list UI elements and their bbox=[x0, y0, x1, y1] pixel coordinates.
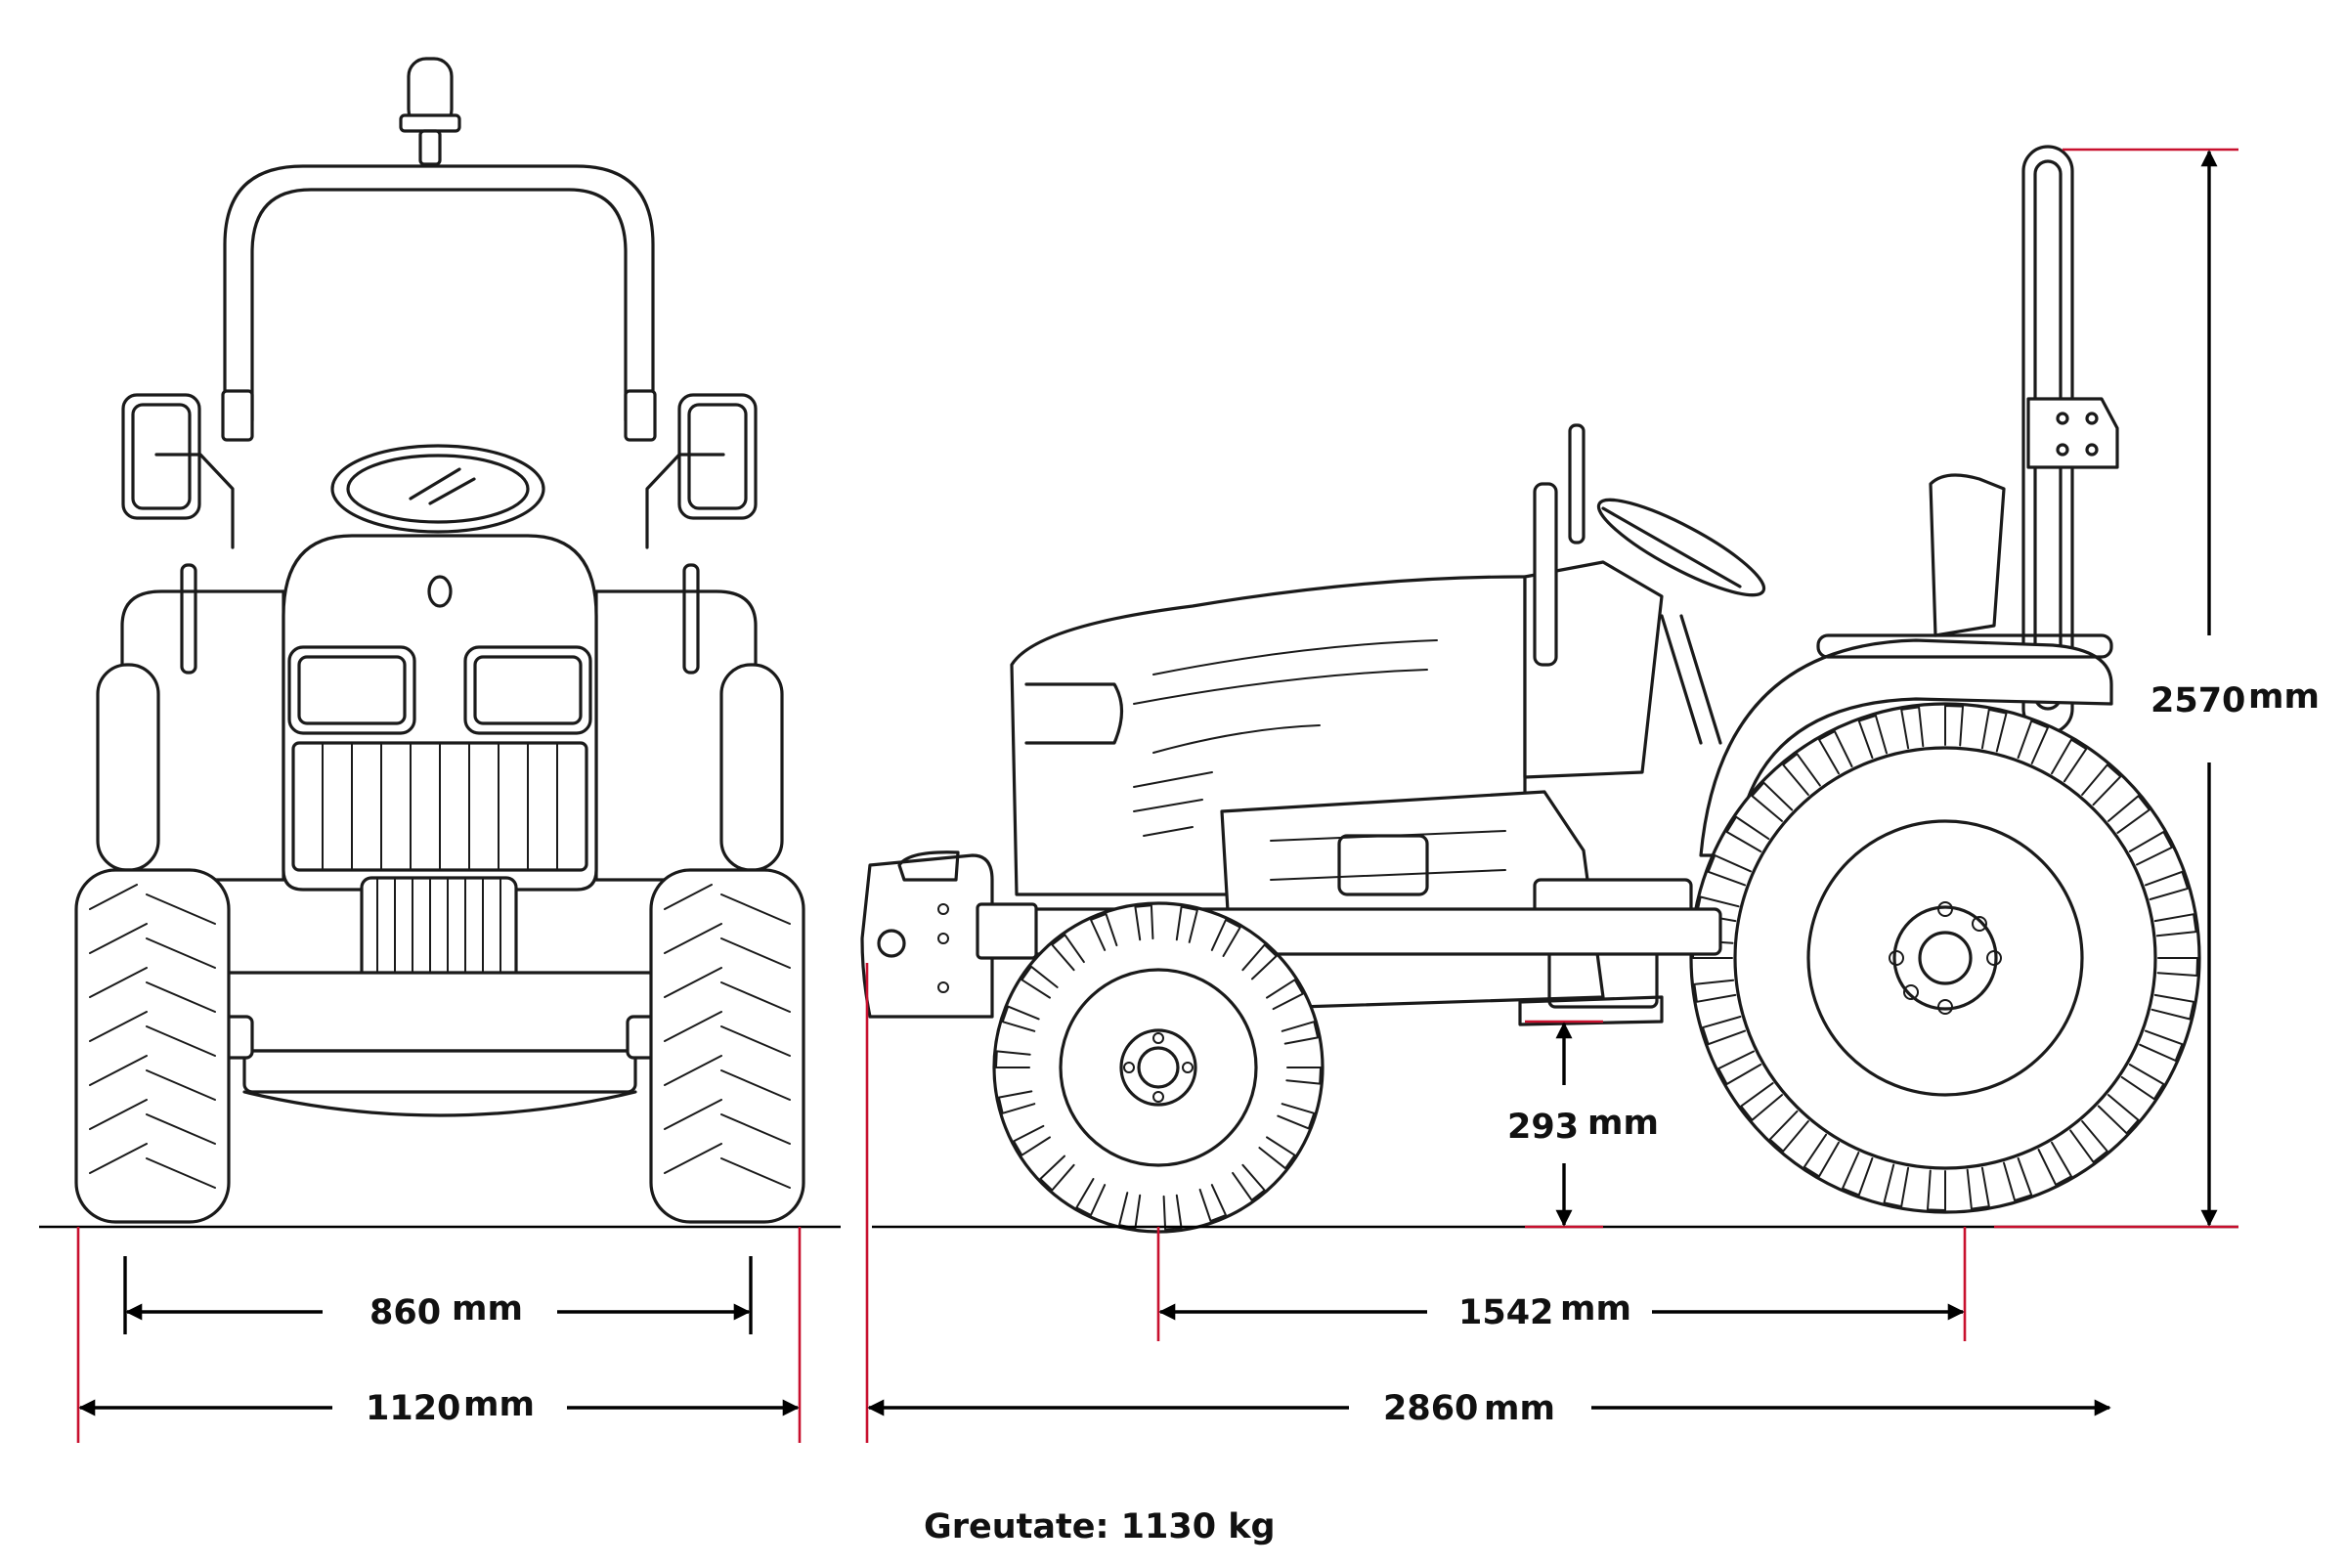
front-width-unit: mm bbox=[463, 1385, 535, 1424]
tyre-lug bbox=[1090, 912, 1118, 951]
reference-lines bbox=[76, 148, 2238, 1443]
tyre-lug bbox=[995, 1050, 1031, 1068]
front-track-unit: mm bbox=[452, 1289, 523, 1328]
tyre-lug bbox=[1740, 1082, 1783, 1121]
tyre-lug bbox=[1966, 1166, 1990, 1210]
tyre-lug bbox=[1134, 904, 1154, 941]
tyre-lug bbox=[1210, 919, 1241, 957]
tyre-lug bbox=[2037, 1141, 2072, 1186]
tyre-lug bbox=[1021, 965, 1059, 999]
tyre-lug bbox=[1725, 815, 1770, 852]
tyre-lug bbox=[2139, 1029, 2184, 1062]
overall-length-unit: mm bbox=[1484, 1389, 1555, 1428]
tyre-lug bbox=[1803, 1133, 1840, 1178]
tyre-lug bbox=[2144, 870, 2189, 900]
tyre-lug bbox=[2120, 1064, 2165, 1101]
tyre-lug bbox=[2017, 719, 2049, 764]
tyre-lug bbox=[1702, 1016, 1747, 1046]
tyre-lug bbox=[1693, 979, 1737, 1003]
tyre-lug bbox=[1258, 1136, 1296, 1170]
tyre-lug bbox=[2081, 763, 2122, 806]
tyre-lug bbox=[2107, 795, 2150, 834]
tyre-lug bbox=[1241, 943, 1278, 980]
wheelbase-value: 1542 bbox=[1458, 1293, 1553, 1332]
tyre-lug bbox=[2003, 1156, 2033, 1201]
overall-length-value: 2860 bbox=[1383, 1389, 1478, 1428]
tyre-lug bbox=[2153, 913, 2197, 937]
tyre-lug bbox=[1013, 1124, 1051, 1156]
tyre-lug bbox=[1162, 1194, 1183, 1231]
tyre-lug bbox=[2051, 738, 2088, 783]
tyre-lug bbox=[1944, 705, 1964, 747]
front-track-value: 860 bbox=[369, 1293, 441, 1332]
tyre-lug bbox=[1281, 1021, 1320, 1045]
tyre-lug bbox=[1927, 1169, 1946, 1211]
ground-clearance-value: 293 bbox=[1507, 1108, 1579, 1147]
front-view-tractor bbox=[74, 57, 805, 1224]
tyre-lug bbox=[2156, 957, 2198, 977]
dimension-overall-length: 2860 mm bbox=[867, 1389, 2111, 1428]
tyre-lug bbox=[1857, 715, 1888, 760]
tyre-lug bbox=[1232, 1163, 1266, 1201]
tyre-lug bbox=[1751, 781, 1794, 822]
tyre-lug bbox=[2128, 831, 2173, 866]
tyre-lug bbox=[1277, 1103, 1316, 1130]
tyre-lug bbox=[1285, 1067, 1322, 1085]
tyre-lug bbox=[1717, 1050, 1762, 1085]
tyre-lug bbox=[1883, 1163, 1910, 1208]
tyre-lug bbox=[1001, 1005, 1040, 1032]
dimension-wheelbase: 1542 mm bbox=[1158, 1289, 1965, 1332]
tyre-lug bbox=[2097, 1094, 2140, 1135]
tyre-lug bbox=[1075, 1178, 1107, 1216]
tyre-lug bbox=[1980, 708, 2008, 753]
tyre-lug bbox=[1900, 706, 1925, 750]
tyre-lug bbox=[1039, 1154, 1075, 1192]
ground-clearance-unit: mm bbox=[1587, 1104, 1659, 1143]
wheelbase-unit: mm bbox=[1560, 1289, 1631, 1328]
weight-label: Greutate: 1130 kg bbox=[924, 1507, 1276, 1546]
dimension-ground-clearance: 293 mm bbox=[1507, 1022, 1659, 1227]
tyre-lug bbox=[1266, 979, 1304, 1011]
tyre-lug bbox=[1782, 753, 1821, 796]
overall-height-unit: mm bbox=[2248, 677, 2320, 717]
tyre-lug bbox=[1198, 1184, 1227, 1223]
tyre-lug bbox=[1768, 1110, 1809, 1153]
overall-height-value: 2570 bbox=[2150, 681, 2245, 720]
side-view-tractor bbox=[860, 145, 2201, 1234]
tyre-lug bbox=[2069, 1120, 2108, 1163]
dimension-overall-height: 2570 mm bbox=[2150, 150, 2320, 1227]
tyre-lug bbox=[1818, 730, 1853, 775]
tyre-lug bbox=[2150, 993, 2195, 1021]
dimension-front-track: 860 mm bbox=[123, 1256, 753, 1334]
tyre-lug bbox=[997, 1090, 1036, 1114]
front-width-value: 1120 bbox=[366, 1389, 460, 1428]
tyre-lug bbox=[1842, 1152, 1874, 1197]
tyre-lug bbox=[1051, 934, 1085, 972]
tyre-lug bbox=[1707, 854, 1752, 887]
tyre-lug bbox=[1175, 905, 1198, 943]
dimension-front-width: 1120 mm bbox=[78, 1385, 800, 1428]
